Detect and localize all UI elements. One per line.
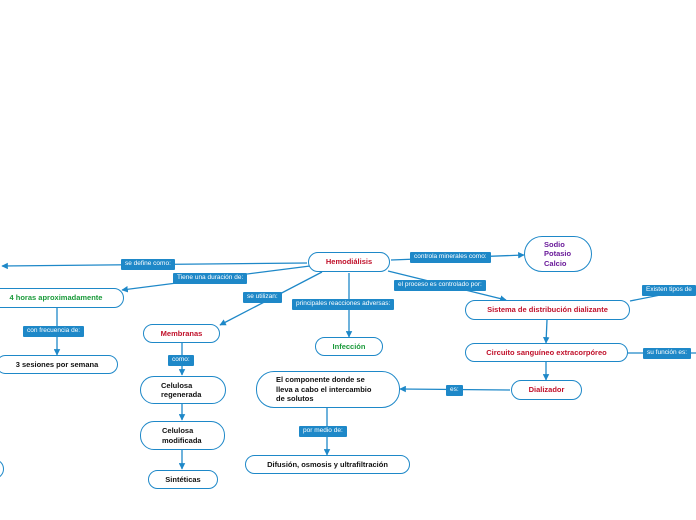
node-circuito[interactable]: Circuito sanguíneo extracorpóreo <box>465 343 628 362</box>
label-su-funcion: su función es: <box>643 348 692 359</box>
node-sesiones[interactable]: 3 sesiones por semana <box>0 355 118 374</box>
edge-sistema-circuito <box>543 319 550 344</box>
node-celulosa-modificada[interactable]: Celulosa modificada <box>140 421 225 450</box>
label-por-medio: por medio de: <box>299 426 347 437</box>
label-reacciones: principales reacciones adversas: <box>292 299 395 310</box>
label-existen: Existen tipos de <box>642 285 696 296</box>
label-proceso: el proceso es controlado por: <box>394 280 486 291</box>
label-frecuencia: con frecuencia de: <box>23 326 85 337</box>
node-dializador[interactable]: Dializador <box>511 380 582 400</box>
label-se-utilizan: se utilizan: <box>243 292 282 303</box>
label-es: es: <box>446 385 463 396</box>
node-infeccion[interactable]: Infección <box>315 337 383 356</box>
node-minerales[interactable]: Sodio Potasio Calcio <box>524 236 592 272</box>
label-se-define: se define como: <box>121 259 175 270</box>
node-difusion[interactable]: Difusión, osmosis y ultrafiltración <box>245 455 410 474</box>
node-sinteticas[interactable]: Sintéticas <box>148 470 218 489</box>
node-componente[interactable]: El componente donde se lleva a cabo el i… <box>256 371 400 408</box>
node-celulosa-regenerada[interactable]: Celulosa regenerada <box>140 376 226 404</box>
label-duracion: Tiene una duración de: <box>173 273 248 284</box>
node-sistema-distribucion[interactable]: Sistema de distribución dializante <box>465 300 630 320</box>
node-duracion[interactable]: 4 horas aproximadamente <box>0 288 124 308</box>
node-hemodialisis[interactable]: Hemodiálisis <box>308 252 390 272</box>
node-membranas[interactable]: Membranas <box>143 324 220 343</box>
label-como: como: <box>168 355 194 366</box>
label-controla: controla minerales como: <box>410 252 491 263</box>
